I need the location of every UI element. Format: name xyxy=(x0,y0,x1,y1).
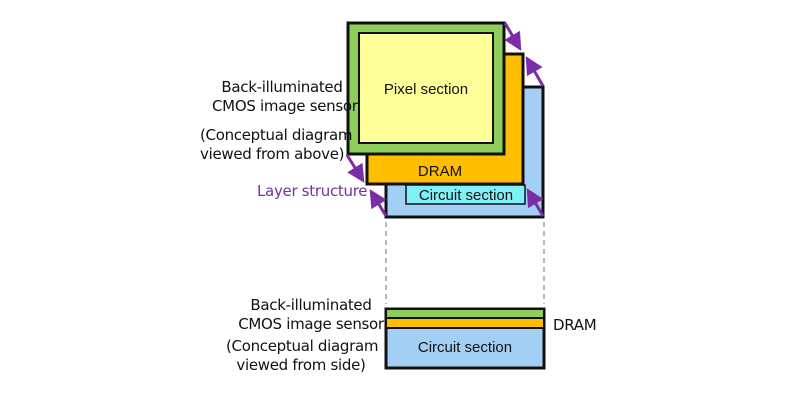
pixel-section-box xyxy=(358,32,494,144)
side-dram-label: DRAM xyxy=(553,316,597,334)
arrow-top-right-up xyxy=(525,56,545,87)
pixel-section-label: Pixel section xyxy=(384,81,468,98)
side-title: Back-illuminated CMOS image sensor xyxy=(236,296,386,334)
side-caption-line1: (Conceptual diagram xyxy=(226,337,379,355)
arrow-top-right-down xyxy=(503,22,522,51)
side-title-line2: CMOS image sensor xyxy=(238,315,384,333)
arrow-bottom-left-up xyxy=(369,189,388,217)
side-dram-strip xyxy=(385,317,545,329)
side-pixel-strip xyxy=(385,308,545,319)
pixel-layer: Pixel section xyxy=(346,21,506,156)
dram-label: DRAM xyxy=(418,163,462,180)
side-view-stack: Circuit section xyxy=(384,307,546,370)
side-title-line1: Back-illuminated xyxy=(250,296,372,314)
top-caption-line2: viewed from above) xyxy=(200,145,345,163)
arrow-bottom-right-up xyxy=(526,188,545,217)
layer-structure-label: Layer structure xyxy=(257,182,368,200)
side-caption-line2: viewed from side) xyxy=(236,356,366,374)
top-title-line1: Back-illuminated xyxy=(221,78,343,96)
side-circuit-label: Circuit section xyxy=(418,339,512,356)
side-caption: (Conceptual diagram viewed from side) xyxy=(226,337,379,375)
arrow-bottom-left-down xyxy=(345,154,365,183)
top-title: Back-illuminated CMOS image sensor xyxy=(212,78,358,116)
circuit-section-label: Circuit section xyxy=(419,187,513,204)
top-title-line2: CMOS image sensor xyxy=(212,97,358,115)
top-caption-line1: (Conceptual diagram xyxy=(200,126,353,144)
top-caption: (Conceptual diagram viewed from above) xyxy=(200,126,353,164)
